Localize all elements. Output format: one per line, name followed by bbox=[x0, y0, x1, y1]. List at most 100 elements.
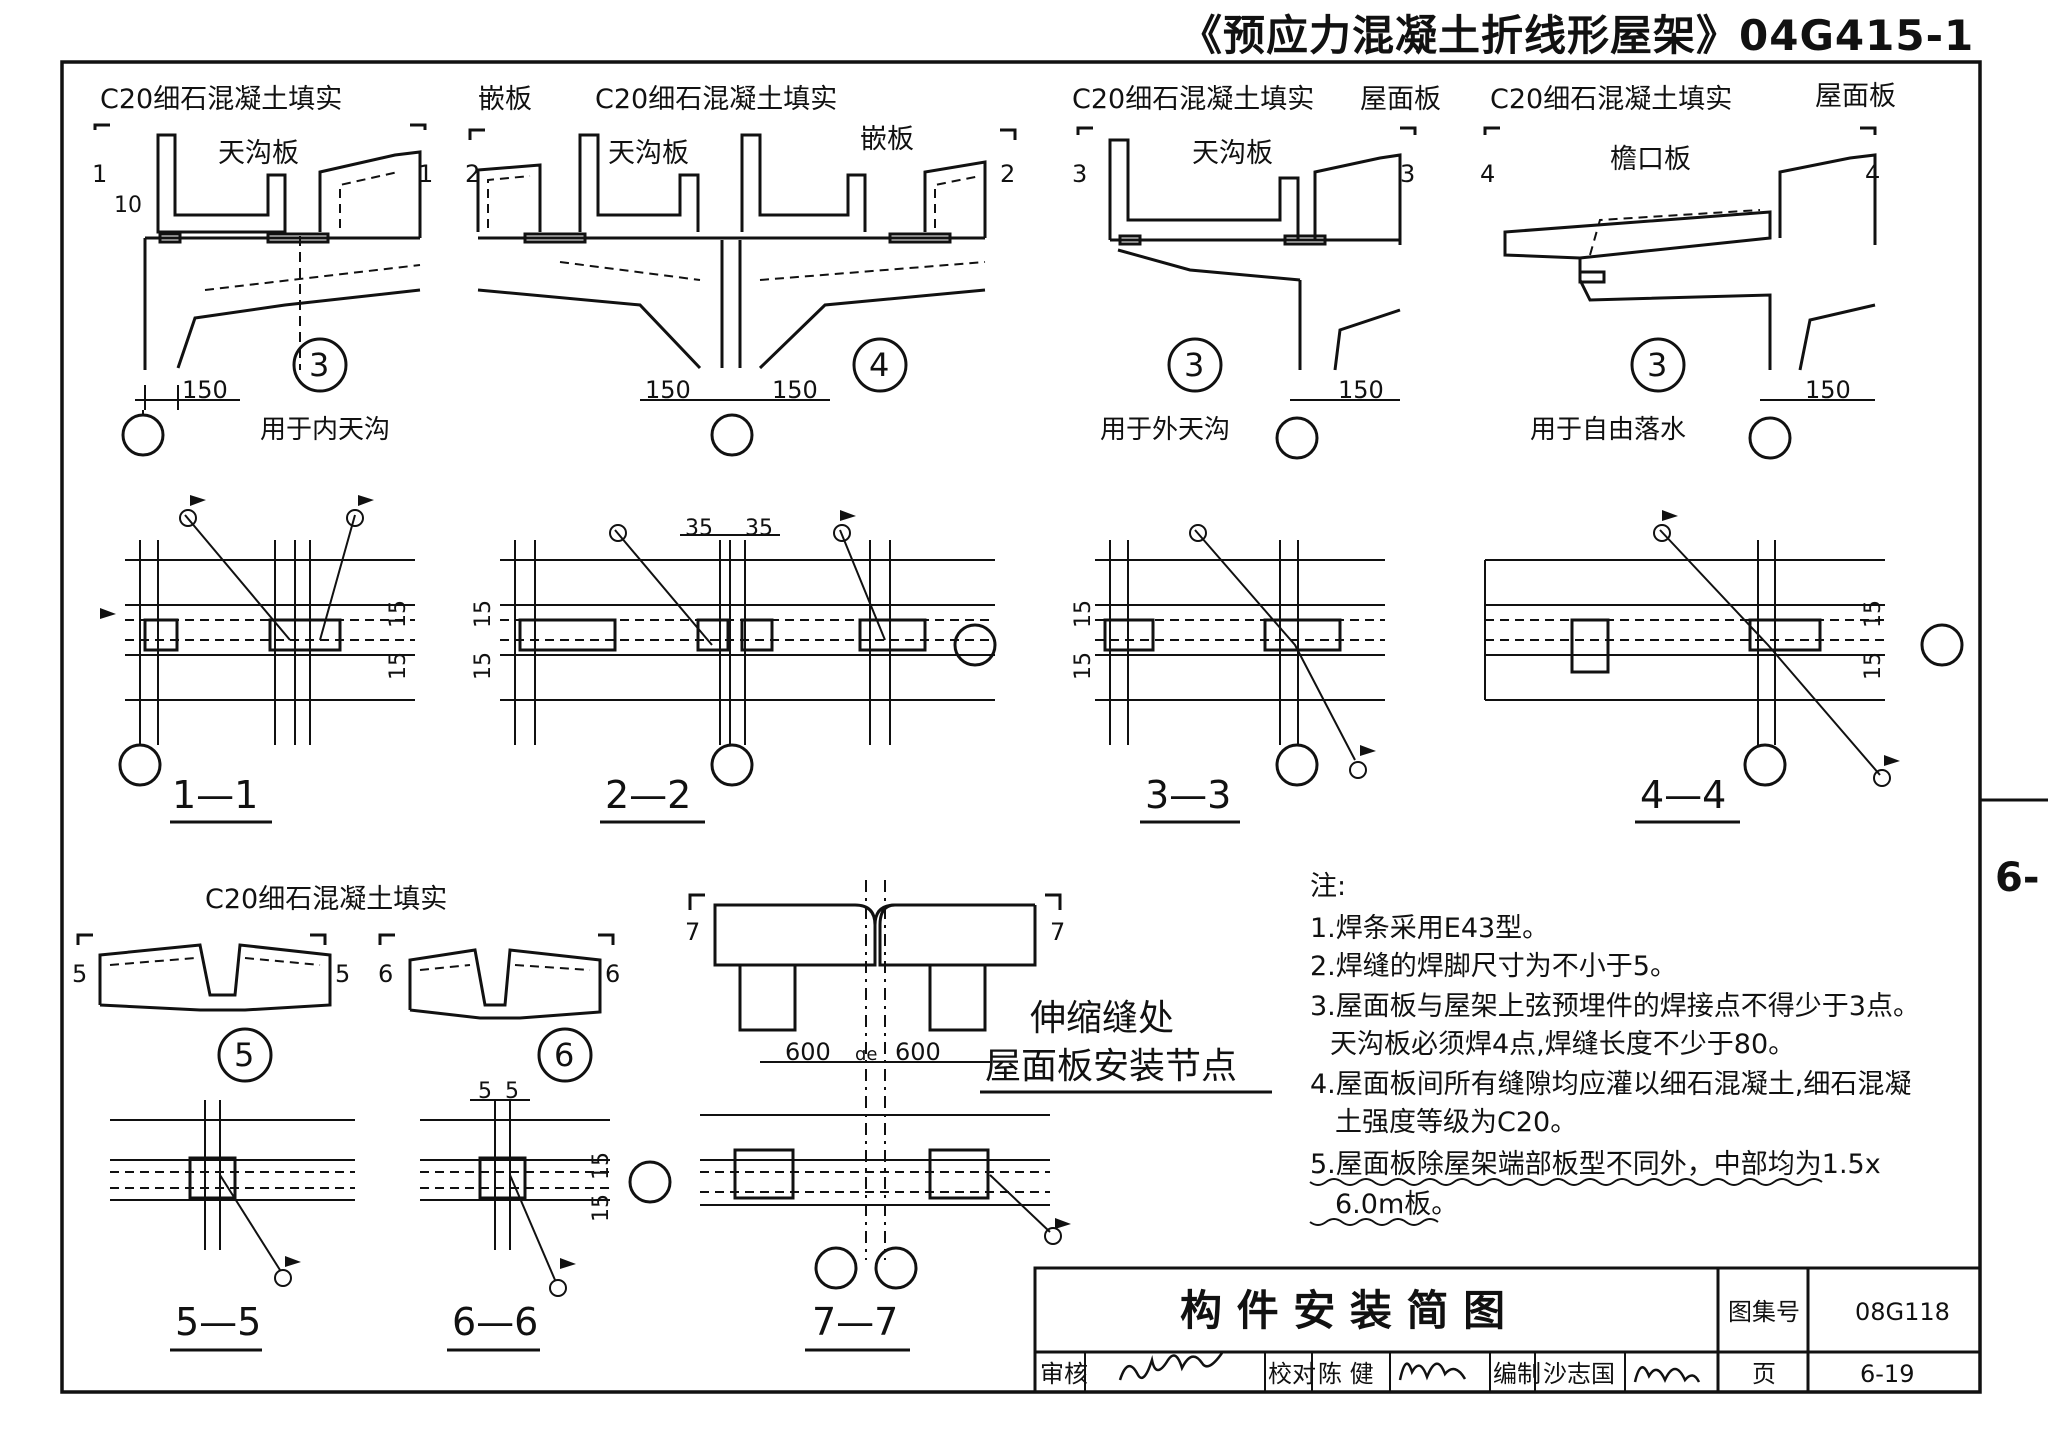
dim-35-b: 35 bbox=[745, 516, 773, 541]
detail-circle-3-label: 3 bbox=[1184, 346, 1204, 384]
plan-2-2: 35 35 15 15 2—2 bbox=[471, 510, 997, 824]
dim-5-b: 5 bbox=[505, 1079, 519, 1104]
cut-5-right: 5 bbox=[335, 960, 350, 988]
c20-label-3: C20细石混凝土填实 bbox=[1072, 84, 1314, 115]
detail-circle-5-label: 5 bbox=[234, 1036, 254, 1074]
axis-bubble-2 bbox=[710, 413, 754, 457]
axis-bubble-7a bbox=[814, 1246, 858, 1290]
cut-5-left: 5 bbox=[72, 960, 87, 988]
dim-10: 10 bbox=[114, 193, 142, 218]
atlas-label: 图集号 bbox=[1728, 1298, 1800, 1326]
dim-15-6b: 15 bbox=[589, 1194, 614, 1222]
gutter-label-1: 天沟板 bbox=[218, 138, 299, 169]
sheet-border bbox=[60, 60, 1982, 1394]
plan-3-3: 15 15 3—3 bbox=[1071, 524, 1385, 824]
dim-150-2b: 150 bbox=[772, 376, 818, 404]
detail-7: 7 7 600 ɑe 600 7—7 bbox=[685, 880, 1071, 1352]
detail-2: 2 2 嵌板 C20细石混凝土填实 天沟板 嵌板 4 150 150 bbox=[465, 84, 1017, 457]
note-1: 1.焊条采用E43型。 bbox=[1310, 913, 1549, 944]
atlas-number: 08G118 bbox=[1855, 1298, 1950, 1326]
check-label: 校对 bbox=[1268, 1360, 1316, 1388]
notes: 注: 1.焊条采用E43型。 2.焊缝的焊脚尺寸为不小于5。 3.屋面板与屋架上… bbox=[1309, 871, 1920, 1226]
notes-heading: 注: bbox=[1310, 871, 1346, 902]
title-block: 构 件 安 装 简 图 图集号 08G118 审核 校对 陈 健 编制 沙志国 … bbox=[1033, 1266, 1982, 1394]
cut-6-left: 6 bbox=[378, 960, 393, 988]
cut-4-right: 4 bbox=[1865, 160, 1880, 188]
dim-15-4b: 15 bbox=[1861, 652, 1886, 680]
page-label: 页 bbox=[1752, 1360, 1776, 1388]
section-6-6: 6—6 bbox=[452, 1300, 538, 1344]
dim-150-2a: 150 bbox=[645, 376, 691, 404]
section-2-2: 2—2 bbox=[605, 773, 691, 817]
detail-circle-4 bbox=[1630, 337, 1686, 393]
section-3-3: 3—3 bbox=[1145, 773, 1231, 817]
cut-3-left: 3 bbox=[1072, 160, 1087, 188]
draw-name: 沙志国 bbox=[1543, 1360, 1615, 1388]
gutter-label-2: 天沟板 bbox=[608, 138, 689, 169]
draw-label: 编制 bbox=[1493, 1360, 1541, 1388]
axis-bubble-1 bbox=[121, 413, 165, 457]
axis-bubble-3 bbox=[1275, 416, 1319, 460]
side-tab-label: 6- bbox=[1995, 855, 2040, 901]
center-mark: ɑe bbox=[855, 1044, 878, 1065]
note-2: 2.焊缝的焊脚尺寸为不小于5。 bbox=[1310, 951, 1677, 982]
section-7-7: 7—7 bbox=[812, 1300, 898, 1344]
caption-4: 用于自由落水 bbox=[1530, 415, 1686, 445]
detail-circle-1-label: 3 bbox=[309, 346, 329, 384]
detail-circle-3 bbox=[1167, 337, 1223, 393]
drafter-signature bbox=[1633, 1366, 1701, 1384]
detail-circle-4-label: 3 bbox=[1647, 346, 1667, 384]
cut-1-left: 1 bbox=[92, 160, 107, 188]
detail-circle-2-label: 4 bbox=[869, 346, 889, 384]
dim-15-1a: 15 bbox=[386, 600, 411, 628]
page-number: 6-19 bbox=[1860, 1360, 1914, 1388]
axis-bubble-2-2r bbox=[953, 623, 997, 667]
axis-bubble-2-2 bbox=[710, 743, 754, 787]
axis-bubble-4-4r bbox=[1920, 623, 1964, 667]
axis-bubble-1-1 bbox=[118, 743, 162, 787]
dim-600-b: 600 bbox=[895, 1038, 941, 1066]
note-3b: 天沟板必须焊4点,焊缝长度不少于80。 bbox=[1330, 1029, 1795, 1060]
dim-600-a: 600 bbox=[785, 1038, 831, 1066]
detail-5: C20细石混凝土填实 5 5 5 5—5 bbox=[72, 884, 447, 1352]
axis-bubble-6-6 bbox=[628, 1160, 672, 1204]
detail-circle-6-label: 6 bbox=[554, 1036, 574, 1074]
detail-circle-6 bbox=[537, 1027, 593, 1083]
eave-label-4: 檐口板 bbox=[1610, 144, 1691, 175]
axis-bubble-7b bbox=[874, 1246, 918, 1290]
expansion-title-2: 屋面板安装节点 bbox=[985, 1046, 1237, 1087]
detail-3: 3 3 C20细石混凝土填实 屋面板 天沟板 3 150 用于外天沟 bbox=[1072, 84, 1441, 460]
cut-3-right: 3 bbox=[1400, 160, 1415, 188]
detail-circle-2 bbox=[852, 337, 908, 393]
expansion-title-1: 伸缩缝处 bbox=[1030, 998, 1174, 1039]
cut-2-right: 2 bbox=[1000, 160, 1015, 188]
dim-150-1: 150 bbox=[182, 376, 228, 404]
cut-7-right: 7 bbox=[1050, 918, 1065, 946]
detail-4: 4 4 C20细石混凝土填实 屋面板 檐口板 3 150 用于自由落水 bbox=[1480, 81, 1896, 460]
c20-label-5: C20细石混凝土填实 bbox=[205, 884, 447, 915]
detail-circle-5 bbox=[217, 1027, 273, 1083]
section-5-5: 5—5 bbox=[175, 1300, 261, 1344]
cut-1-right: 1 bbox=[418, 160, 433, 188]
axis-bubble-4 bbox=[1748, 416, 1792, 460]
reviewer-signature bbox=[1118, 1352, 1224, 1381]
dim-150-3: 150 bbox=[1338, 376, 1384, 404]
detail-1: 1 1 C20细石混凝土填实 天沟板 10 3 150 用于内天沟 bbox=[92, 84, 433, 457]
axis-bubble-4-4 bbox=[1743, 743, 1787, 787]
review-label: 审核 bbox=[1040, 1360, 1088, 1388]
c20-label-2: C20细石混凝土填实 bbox=[595, 84, 837, 115]
dim-5-a: 5 bbox=[478, 1079, 492, 1104]
c20-label-4: C20细石混凝土填实 bbox=[1490, 84, 1732, 115]
detail-circle-1 bbox=[292, 337, 348, 393]
dim-15-3b: 15 bbox=[1071, 652, 1096, 680]
cut-4-left: 4 bbox=[1480, 160, 1495, 188]
plan-1-1: 15 15 1—1 bbox=[100, 495, 415, 824]
note-5: 5.屋面板除屋架端部板型不同外，中部均为1.5x bbox=[1310, 1149, 1881, 1180]
roof-label-4: 屋面板 bbox=[1815, 81, 1896, 112]
checker-signature bbox=[1398, 1362, 1467, 1381]
caption-3: 用于外天沟 bbox=[1100, 415, 1230, 445]
dim-15-2a: 15 bbox=[471, 600, 496, 628]
cut-6-right: 6 bbox=[605, 960, 620, 988]
inlay-label-2b: 嵌板 bbox=[860, 124, 914, 155]
section-1-1: 1—1 bbox=[172, 773, 258, 817]
